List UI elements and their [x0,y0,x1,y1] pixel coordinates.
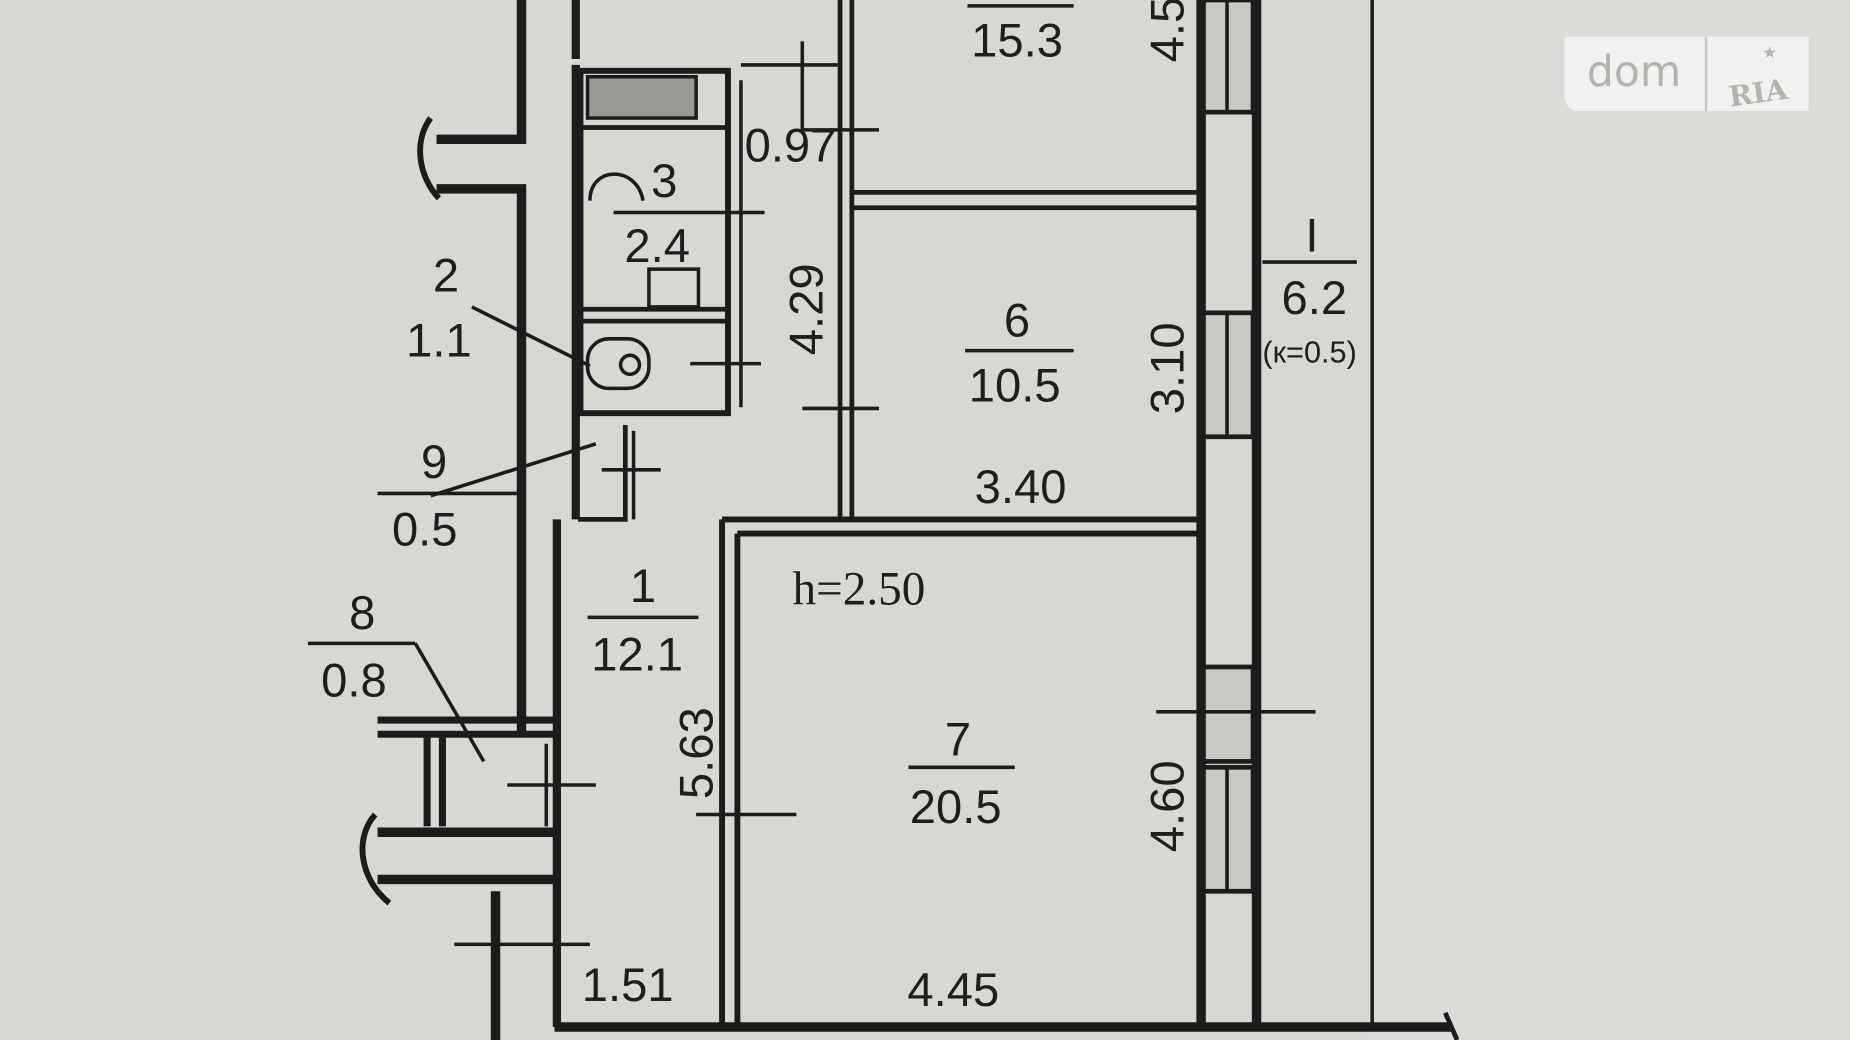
room-area-20-5: 20.5 [910,781,1002,834]
balcony-coefficient: (к=0.5) [1262,334,1356,369]
dim-4-60: 4.60 [1141,760,1194,852]
room-area-12-1: 12.1 [591,628,683,681]
dim-1-51: 1.51 [582,959,674,1012]
dim-0-97: 0.97 [745,120,837,173]
dim-3-10: 3.10 [1141,322,1194,414]
room-area-1-1: 1.1 [406,314,472,367]
windows [1201,0,1256,894]
logo-ria: RIA [1727,72,1791,114]
labels: 15.3 4.5 0.97 3 2.4 4.29 2 1.1 6 10.5 3.… [321,0,1357,1017]
bathtub-icon [588,172,645,202]
dim-4-5: 4.5 [1141,0,1194,62]
ceiling-height: h=2.50 [793,563,926,615]
domria-watermark-logo: dom ★ RIA [1564,36,1809,114]
room-area-10-5: 10.5 [969,359,1061,412]
door-arc-bottom [359,812,392,906]
room-number-I: I [1305,209,1318,262]
door-arc-top [417,116,442,201]
room-area-0-5: 0.5 [392,503,458,556]
dim-3-40: 3.40 [975,461,1067,514]
logo-dom: dom [1587,48,1681,97]
room-number-7: 7 [945,713,971,766]
room-number-8: 8 [349,587,375,640]
walls [359,0,1460,1040]
room-number-6: 6 [1004,294,1030,347]
sink-icon [647,267,701,309]
room-number-2: 2 [433,250,459,303]
room-area-15-3: 15.3 [971,15,1063,68]
room-area-2-4: 2.4 [624,220,690,273]
room-number-1: 1 [630,560,656,613]
dim-4-45: 4.45 [907,964,999,1017]
dim-4-29: 4.29 [780,263,833,355]
room-area-6-2: 6.2 [1282,272,1348,325]
star-icon: ★ [1762,43,1777,62]
dim-5-63: 5.63 [671,707,724,799]
room-number-9: 9 [421,436,447,489]
dimension-ticks [307,4,1357,947]
room-number-3: 3 [651,155,677,208]
room-area-0-8: 0.8 [321,654,387,707]
ventilation-shaft [585,74,698,120]
paper-light-region [1368,0,1850,1040]
